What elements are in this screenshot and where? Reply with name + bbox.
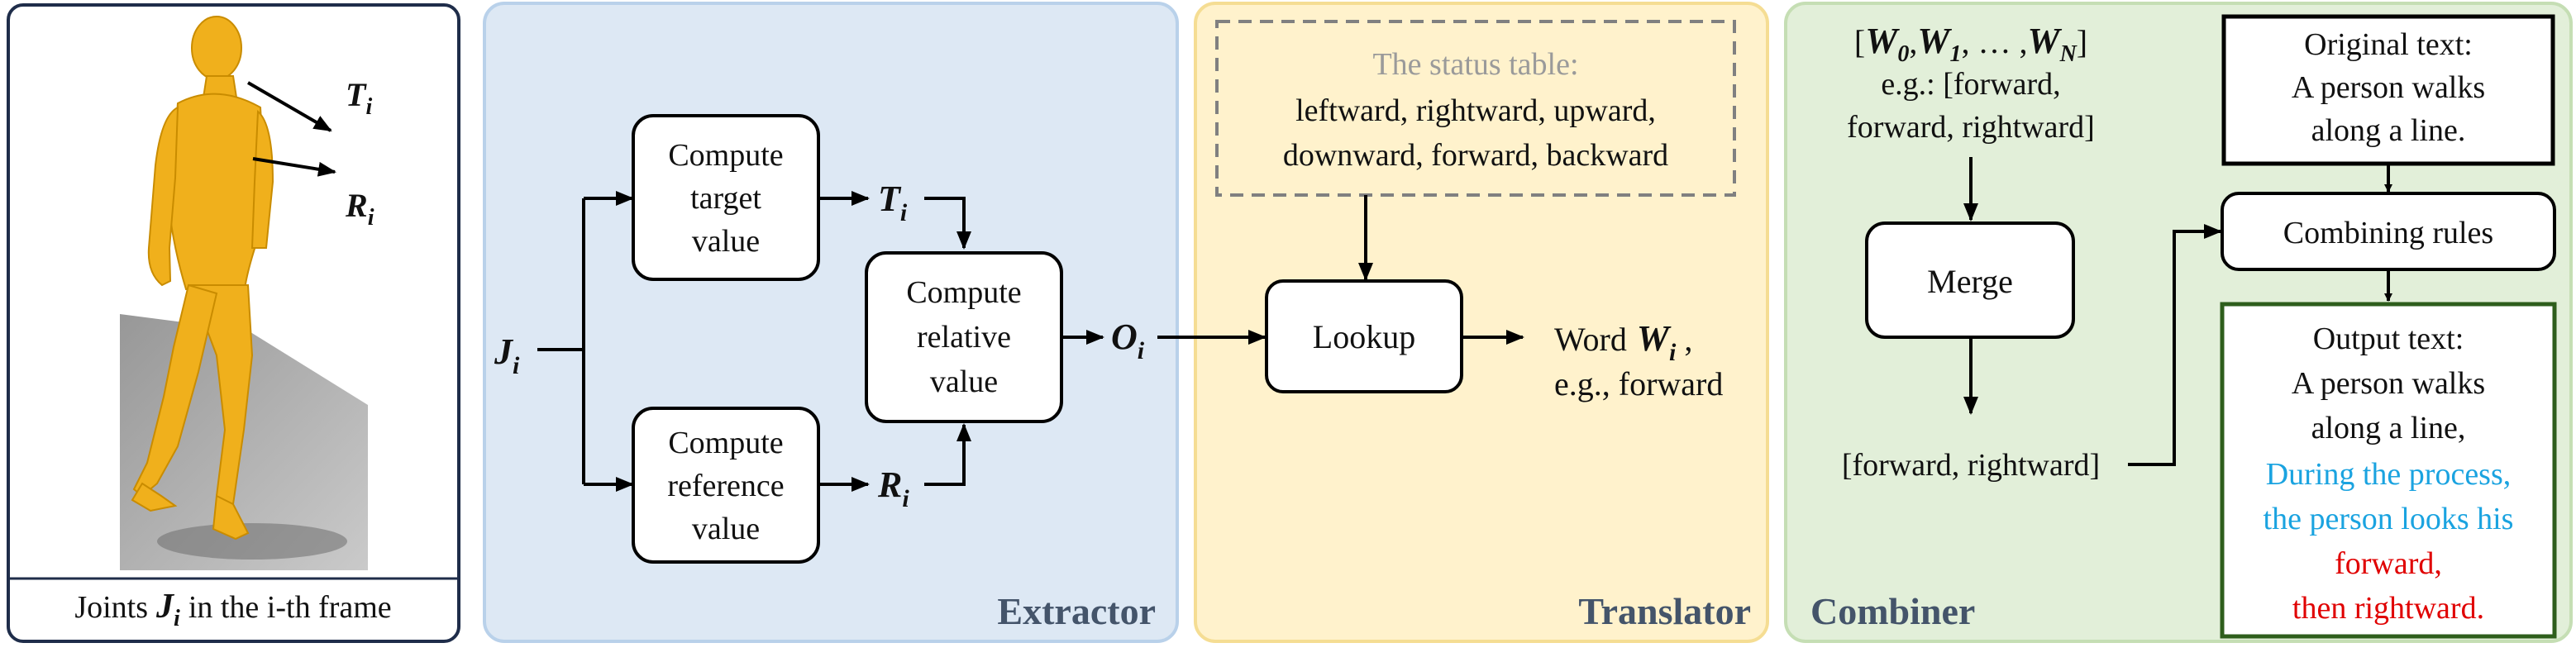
status-table-box	[1215, 20, 1736, 197]
o-i-label: Oi	[1111, 317, 1145, 364]
figure-shadow	[157, 523, 347, 560]
compute-target-line1: Compute	[668, 138, 783, 173]
compute-target-line3: value	[692, 224, 760, 259]
output-text-box	[2220, 302, 2557, 639]
compute-reference-line1: Compute	[668, 426, 783, 460]
translator-panel	[1194, 2, 1769, 643]
human-figure-icon	[131, 16, 274, 541]
sequence-example-line2: forward, rightward]	[1847, 110, 2095, 145]
original-text-box	[2221, 14, 2555, 166]
word-sequence: [W0,W1, … ,WN]	[1854, 21, 2087, 67]
output-text-line2: along a line,	[2311, 411, 2466, 445]
original-text-title: Original text:	[2304, 27, 2473, 62]
output-text-blue1: During the process,	[2266, 457, 2512, 492]
output-text-blue2: the person looks his	[2264, 502, 2514, 536]
combining-rules-label: Combining rules	[2283, 216, 2493, 250]
compute-reference-line2: reference	[667, 469, 784, 503]
compute-relative-line3: value	[930, 364, 998, 399]
combiner-title: Combiner	[1810, 590, 1975, 632]
merged-to-rules-arrow	[2128, 224, 2222, 466]
output-text-red1: forward,	[2335, 546, 2442, 581]
lookup-label: Lookup	[1313, 318, 1415, 355]
compute-target-line2: target	[690, 181, 761, 216]
status-table-line2: downward, forward, backward	[1283, 138, 1668, 173]
target-arrow	[246, 81, 332, 132]
compute-relative-line2: relative	[917, 320, 1011, 355]
reference-arrow	[252, 157, 336, 177]
r-i-label: Ri	[877, 464, 909, 512]
sequence-example-line1: e.g.: [forward,	[1881, 67, 2060, 102]
compute-reference-line3: value	[692, 512, 760, 546]
t-i-label: Ti	[878, 179, 908, 226]
extractor-input-label: Ji	[494, 331, 520, 379]
output-text-title: Output text:	[2313, 321, 2464, 356]
figure-r-label: Ri	[345, 187, 374, 231]
status-table-line1: leftward, rightward, upward,	[1295, 93, 1656, 128]
original-text-line1: A person walks	[2292, 70, 2485, 105]
output-text-line1: A person walks	[2292, 366, 2485, 401]
translator-title: Translator	[1578, 590, 1751, 632]
r-to-relative-arrow	[924, 423, 971, 486]
status-table-title: The status table:	[1372, 47, 1578, 82]
compute-relative-line1: Compute	[906, 275, 1021, 310]
original-text-line2: along a line.	[2311, 113, 2466, 148]
extractor-panel	[483, 2, 1179, 643]
figure-t-label: Ti	[346, 76, 372, 120]
t-to-relative-arrow	[924, 197, 971, 250]
merged-words: [forward, rightward]	[1842, 448, 2100, 483]
merge-label: Merge	[1927, 263, 2013, 300]
output-text-red2: then rightward.	[2292, 591, 2484, 626]
word-example: e.g., forward	[1554, 365, 1723, 402]
extractor-title: Extractor	[997, 590, 1156, 632]
